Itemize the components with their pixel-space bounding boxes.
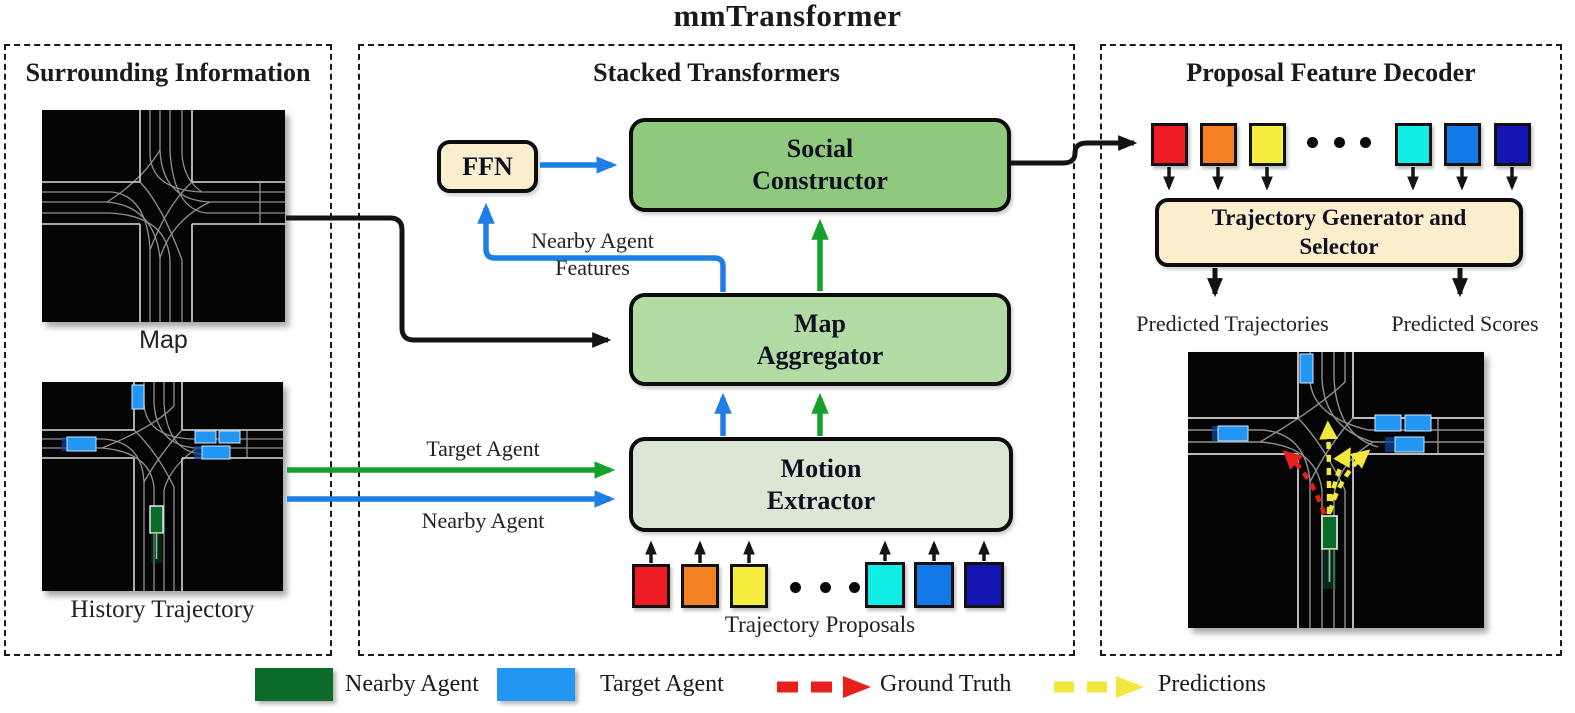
ground-truth-arrow	[1282, 450, 1327, 515]
surrounding-information-header: Surrounding Information	[25, 58, 311, 87]
proposal-square-orange	[681, 564, 719, 608]
proposal-square-red	[632, 564, 670, 608]
proposal-square-yellow	[730, 564, 768, 608]
target-agent-arrow-label: Target Agent	[426, 436, 540, 461]
social-constructor-box: Social Constructor	[629, 118, 1011, 212]
nearby-agent-features-label: Nearby Agent Features	[531, 228, 654, 280]
trajectory-proposals-label: Trajectory Proposals	[724, 612, 916, 637]
proposal-square-cyan	[865, 562, 905, 608]
prediction-blue-agents	[1212, 353, 1432, 453]
panel-proposal-feature-decoder	[1100, 44, 1562, 656]
legend-nearby-agent-swatch	[255, 668, 333, 701]
dot	[1307, 137, 1318, 148]
panel-stacked-transformers	[358, 44, 1075, 656]
dot	[849, 582, 860, 593]
prediction-image	[1188, 352, 1484, 628]
map-aggregator-label: Map Aggregator	[756, 308, 884, 370]
proposal-square-navy	[964, 562, 1004, 608]
map-roads-graphic	[42, 110, 285, 322]
ffn-label: FFN	[462, 151, 513, 181]
legend-predictions-arrow-icon	[1052, 674, 1152, 700]
trajectory-generator-selector-label: Trajectory Generator and Selector	[1211, 205, 1467, 259]
map-caption: Map	[139, 326, 188, 354]
legend-target-agent-label: Target Agent	[600, 671, 724, 697]
legend-predictions-label: Predictions	[1158, 671, 1266, 697]
ffn-box: FFN	[437, 140, 538, 193]
dot	[790, 582, 801, 593]
social-constructor-label: Social Constructor	[752, 134, 888, 195]
history-trajectory-graphic	[42, 382, 283, 591]
prediction-graphic	[1188, 352, 1484, 628]
prediction-arrows	[1319, 420, 1371, 515]
feature-square-red	[1151, 123, 1188, 166]
feature-square-blue	[1444, 123, 1481, 166]
proposal-square-blue	[914, 562, 954, 608]
legend-target-agent-swatch	[497, 668, 575, 701]
feature-square-cyan	[1395, 123, 1432, 166]
panel-surrounding-information	[4, 44, 332, 656]
legend-nearby-agent-label: Nearby Agent	[345, 671, 479, 697]
dot	[1333, 137, 1345, 148]
legend-ground-truth-arrow-icon	[775, 674, 875, 700]
dot	[819, 582, 831, 593]
history-trajectory-image	[42, 382, 283, 591]
history-trajectory-caption: History Trajectory	[70, 596, 255, 623]
ellipsis-dots	[790, 582, 860, 593]
dot	[1360, 137, 1371, 148]
predicted-scores-label: Predicted Scores	[1391, 311, 1539, 336]
history-green-agent	[149, 505, 164, 563]
predicted-trajectories-label: Predicted Trajectories	[1136, 311, 1329, 336]
proposal-feature-decoder-header: Proposal Feature Decoder	[1186, 58, 1476, 87]
history-blue-agents	[62, 384, 241, 460]
ellipsis-dots	[1307, 137, 1371, 148]
motion-extractor-box: Motion Extractor	[629, 437, 1013, 532]
motion-extractor-label: Motion Extractor	[766, 453, 876, 515]
nearby-agent-arrow-label: Nearby Agent	[421, 508, 545, 533]
map-image	[42, 110, 285, 322]
legend-ground-truth-label: Ground Truth	[880, 671, 1012, 697]
stacked-transformers-header: Stacked Transformers	[593, 58, 840, 87]
feature-square-navy	[1494, 123, 1531, 166]
feature-square-orange	[1200, 123, 1237, 166]
map-aggregator-box: Map Aggregator	[629, 293, 1011, 386]
trajectory-generator-selector-box: Trajectory Generator and Selector	[1155, 198, 1523, 267]
feature-square-yellow	[1249, 123, 1286, 166]
figure-title: mmTransformer	[673, 0, 902, 33]
prediction-green-agent	[1321, 515, 1338, 589]
